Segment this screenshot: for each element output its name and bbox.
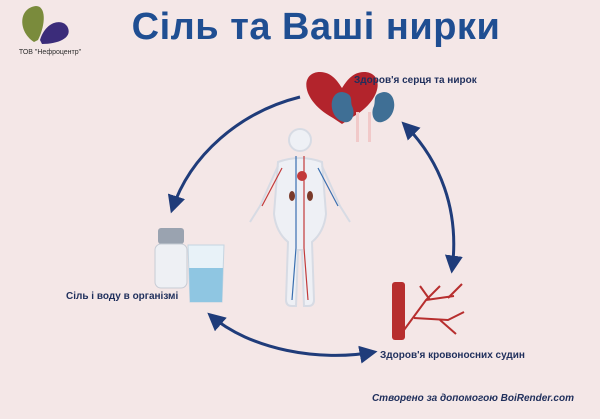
label-vessels: Здоров'я кровоносних судин	[380, 350, 525, 361]
vascular-lines	[261, 156, 339, 301]
cycle-arrow-heart-to-salt	[167, 95, 301, 214]
human-body-icon	[249, 128, 351, 307]
cycle-arrow-salt-vessels	[207, 312, 378, 364]
butterfly-logo	[22, 6, 69, 44]
page-title: Сіль та Ваші нирки	[131, 6, 501, 48]
company-name: ТОВ "Нефроцентр"	[18, 49, 82, 56]
blood-vessel-icon	[392, 282, 465, 340]
water-glass-icon	[187, 244, 225, 303]
footer-credit: Створено за допомогою BoiRender.com	[371, 393, 574, 404]
label-salt-water: Сіль і воду в організмі	[66, 291, 179, 302]
salt-shaker-icon	[154, 228, 188, 289]
kidneys-icon	[331, 92, 395, 142]
cycle-arrow-heart-vessels	[401, 121, 463, 274]
label-heart-kidney: Здоров'я серця та нирок	[354, 75, 477, 86]
